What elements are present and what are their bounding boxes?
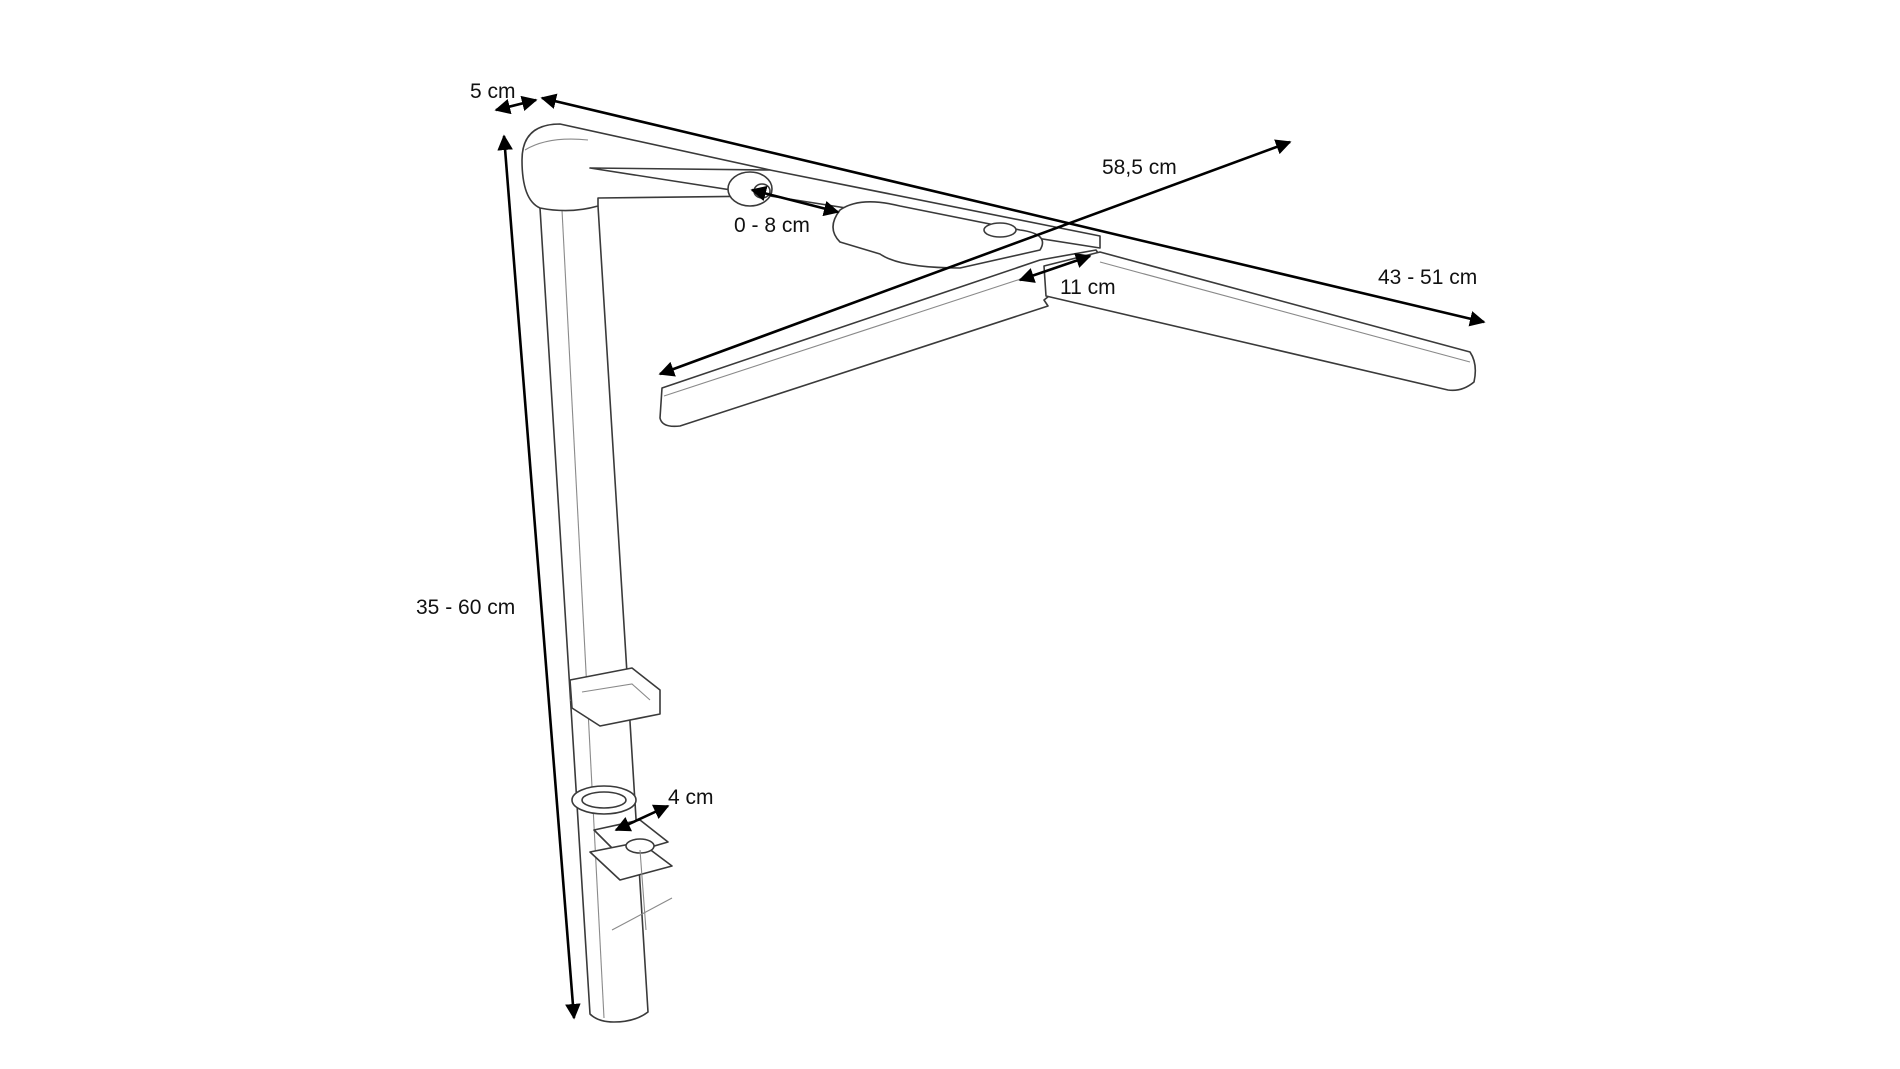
label-pole-width: 5 cm (470, 80, 516, 103)
lamp-illustration (521, 123, 1477, 1023)
dim-line-head-width (1018, 253, 1092, 283)
head-button (983, 222, 1017, 238)
dim-line-pole-height (497, 134, 581, 1020)
label-head-span: 58,5 cm (1102, 156, 1177, 179)
clamp-ring (571, 785, 637, 815)
dim-line-arm-slide (750, 185, 840, 217)
label-clamp-width: 4 cm (668, 786, 714, 809)
dim-line-pole-width (494, 95, 538, 115)
label-arm-length: 43 - 51 cm (1378, 266, 1477, 289)
dimension-labels: 5 cm 43 - 51 cm 58,5 cm 0 - 8 cm 11 cm 3… (416, 80, 1477, 809)
label-arm-slide: 0 - 8 cm (734, 214, 810, 237)
dim-line-clamp-width (614, 804, 670, 832)
dimension-lines (494, 93, 1486, 1020)
label-head-width: 11 cm (1060, 276, 1116, 299)
label-pole-height: 35 - 60 cm (416, 596, 515, 619)
lamp-pole (539, 205, 649, 1023)
dim-line-head-span (658, 139, 1292, 377)
